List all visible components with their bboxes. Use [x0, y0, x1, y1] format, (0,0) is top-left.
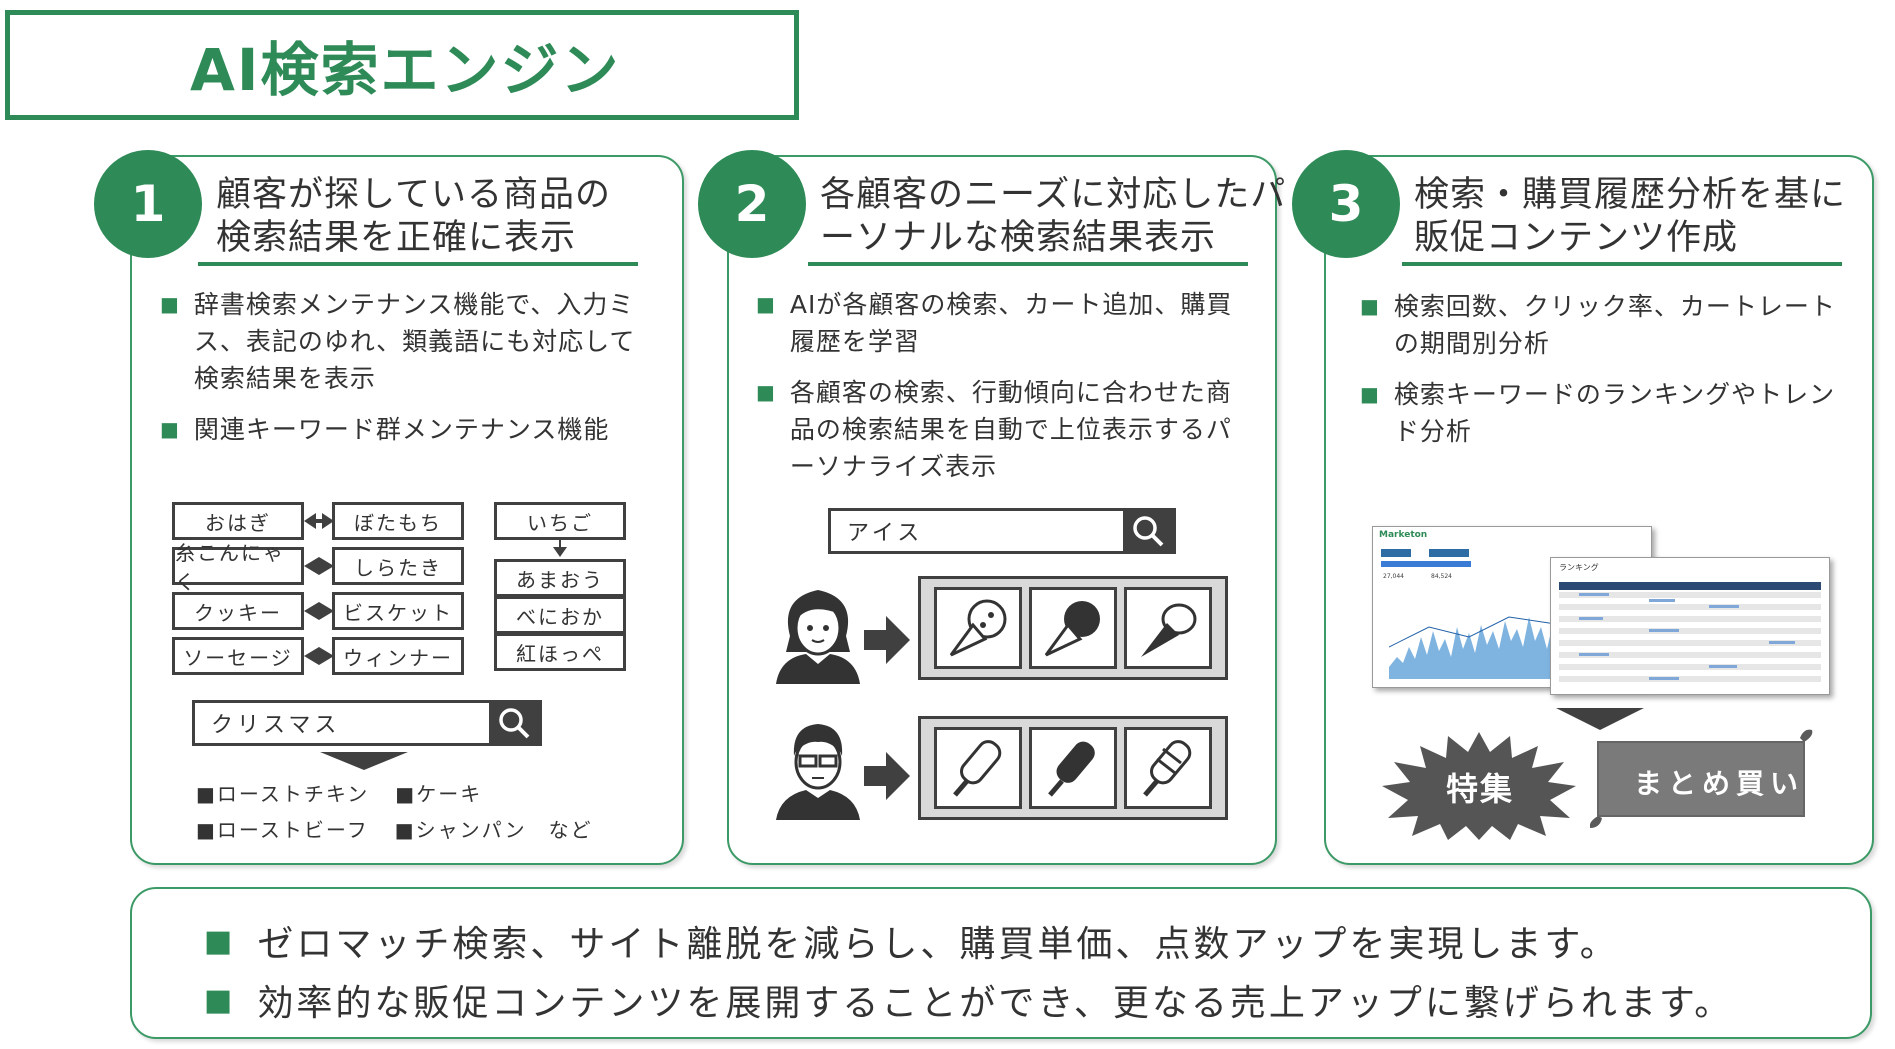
panel-3-bullets: ■ 検索回数、クリック率、カートレートの期間別分析 ■ 検索キーワードのランキン…	[1360, 288, 1860, 464]
synonym-left-4: ソーセージ	[172, 637, 304, 675]
down-arrow-icon	[1556, 708, 1644, 730]
arrow-right-icon	[864, 616, 910, 664]
arrow-right-icon	[864, 752, 910, 800]
dashboard-brand: Marketon	[1379, 530, 1428, 540]
related-item-2: べにおか	[494, 596, 626, 634]
panel-2-bullets: ■ AIが各顧客の検索、カート追加、購買履歴を学習 ■ 各顧客の検索、行動傾向に…	[756, 286, 1256, 499]
soft-serve-icon	[1140, 603, 1197, 657]
page-title-box: AI検索エンジン	[5, 10, 799, 120]
bundle-label: まとめ買い	[1634, 767, 1805, 800]
synonym-left-2: 糸こんにゃく	[172, 541, 304, 594]
feature-label: 特集	[1446, 770, 1515, 808]
list-item: ■ 各顧客の検索、行動傾向に合わせた商品の検索結果を自動で上位表示するパーソナラ…	[756, 378, 1232, 481]
panel-3-heading: 検索・購買履歴分析を基に 販促コンテンツ作成	[1414, 175, 1847, 258]
striped-popsicle-icon	[1142, 740, 1191, 797]
search-input-christmas[interactable]: クリスマス	[192, 700, 542, 746]
synonym-right-3: ビスケット	[332, 592, 464, 630]
search-icon	[1133, 516, 1164, 547]
search-button[interactable]	[1123, 511, 1173, 551]
product-thumb[interactable]	[1028, 727, 1117, 809]
related-item-3: 紅ほっぺ	[494, 633, 626, 671]
search-icon	[499, 708, 530, 739]
synonym-right-4: ウィンナー	[332, 637, 464, 675]
panel-2-underline	[808, 262, 1248, 266]
chocolate-cone-icon	[1044, 601, 1100, 657]
search-input-value: クリスマス	[211, 713, 341, 738]
popsicle-icon	[953, 740, 1002, 797]
search-input-ice[interactable]: アイス	[828, 508, 1176, 554]
feature-starburst-icon	[1382, 732, 1576, 840]
woman-avatar-icon	[776, 590, 860, 684]
panel-3-underline	[1402, 262, 1842, 266]
list-item: ■関連キーワード群メンテナンス機能	[160, 415, 610, 444]
dashboard-stat-2: 84,524	[1431, 573, 1452, 580]
search-results-row-1: ■ローストチキン■ケーキ	[196, 782, 483, 806]
page-title: AI検索エンジン	[190, 36, 621, 104]
panel-1-number: 1	[94, 150, 202, 258]
product-thumb[interactable]	[934, 727, 1023, 809]
search-results-row-2: ■ローストビーフ■シャンパン など	[196, 818, 593, 842]
summary-box	[130, 887, 1872, 1039]
panel-2-number: 2	[698, 150, 806, 258]
ranking-title: ランキング	[1559, 562, 1599, 572]
synonym-left-3: クッキー	[172, 592, 304, 630]
ice-cream-cone-icon	[950, 599, 1007, 657]
summary-line-2: ■効率的な販促コンテンツを展開することができ、更なる売上アップに繋げられます。	[204, 982, 1734, 1025]
man-avatar-icon	[776, 724, 860, 820]
related-group-head: いちご	[494, 502, 626, 540]
product-thumb[interactable]	[1028, 587, 1117, 669]
synonym-right-2: しらたき	[332, 547, 464, 585]
search-input-value: アイス	[847, 521, 924, 546]
product-thumb[interactable]	[934, 587, 1023, 669]
panel-1-bullets: ■ 辞書検索メンテナンス機能で、入力ミス、表記のゆれ、類義語にも対応して検索結果…	[160, 286, 660, 462]
dashboard-stat-1: 27,044	[1383, 573, 1404, 580]
synonym-left-1: おはぎ	[172, 502, 304, 540]
list-item: ■ AIが各顧客の検索、カート追加、購買履歴を学習	[756, 290, 1233, 356]
bidirectional-arrows-icon	[304, 513, 334, 665]
synonym-right-1: ぼたもち	[332, 502, 464, 540]
chocolate-popsicle-icon	[1048, 741, 1095, 797]
product-thumb[interactable]	[1123, 727, 1212, 809]
list-item: ■ 検索回数、クリック率、カートレートの期間別分析	[1360, 292, 1836, 358]
bundle-banner-icon	[1590, 729, 1813, 828]
ranking-rows-icon	[1559, 592, 1821, 682]
product-thumb[interactable]	[1123, 587, 1212, 669]
list-item: ■ 辞書検索メンテナンス機能で、入力ミス、表記のゆれ、類義語にも対応して検索結果…	[160, 290, 636, 393]
results-arrow-icon	[320, 752, 408, 770]
summary-line-1: ■ゼロマッチ検索、サイト離脱を減らし、購買単価、点数アップを実現します。	[204, 923, 1619, 966]
recommended-popsicle-tray	[918, 716, 1228, 820]
panel-2-heading: 各顧客のニーズに対応したパ ーソナルな検索結果表示	[820, 175, 1287, 258]
related-item-1: あまおう	[494, 559, 626, 597]
list-item: ■ 検索キーワードのランキングやトレンド分析	[1360, 380, 1836, 446]
down-arrow-icon	[553, 540, 567, 557]
search-button[interactable]	[489, 703, 539, 743]
recommended-icecream-tray	[918, 576, 1228, 680]
panel-1-heading: 顧客が探している商品の 検索結果を正確に表示	[216, 175, 611, 258]
panel-1-underline	[198, 262, 638, 266]
panel-3-number: 3	[1292, 150, 1400, 258]
ranking-table-screenshot: ランキング	[1550, 557, 1830, 695]
